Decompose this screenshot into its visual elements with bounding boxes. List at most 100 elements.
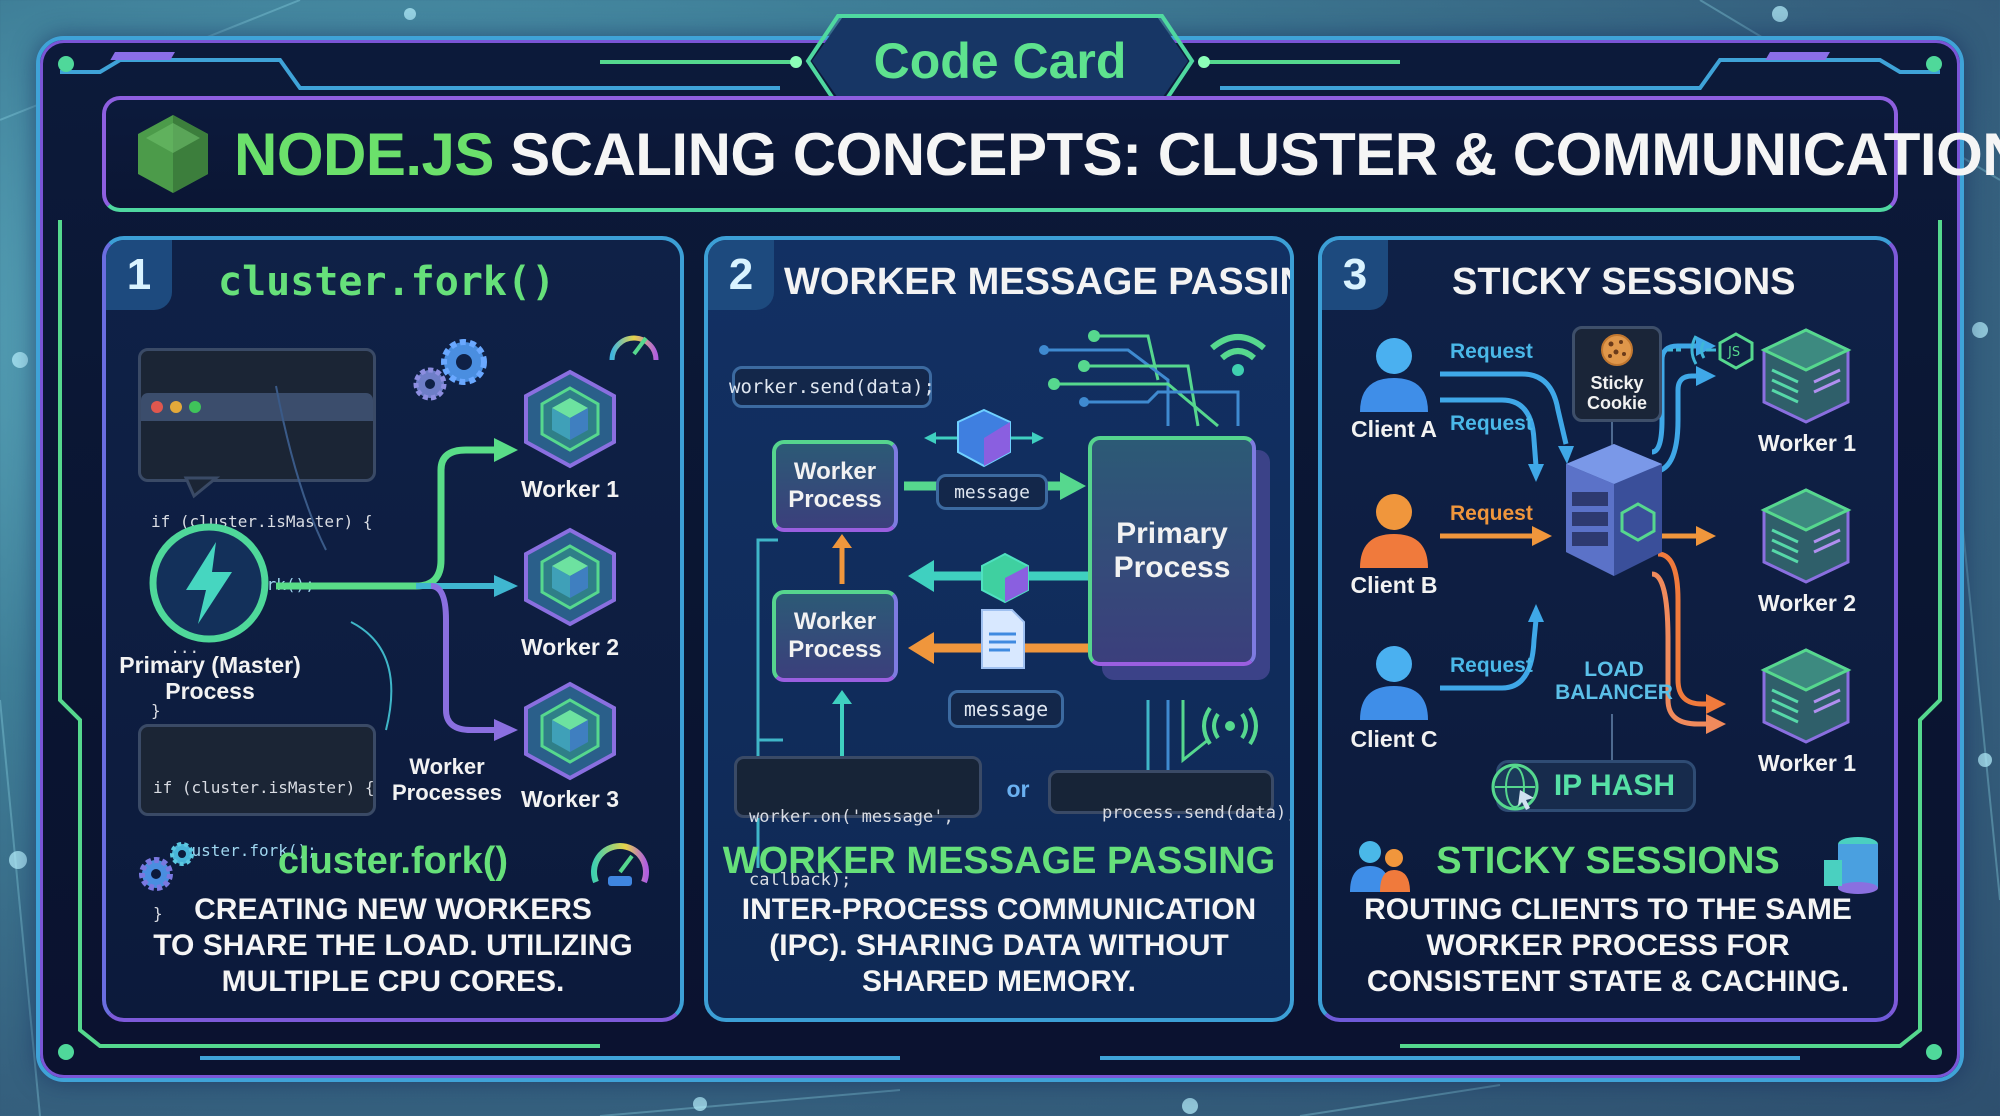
worker-label: Worker 3 [520, 786, 619, 812]
worker-processes-label: Worker Processes [391, 754, 503, 805]
code-card-badge: Code Card [812, 18, 1188, 104]
worker-process-label: Worker Process [788, 458, 882, 513]
nodejs-hexagon-icon [138, 115, 208, 193]
code-line: worker.on('message', [749, 807, 954, 827]
code-card-label: Code Card [873, 33, 1127, 89]
code-text: process.send(data); [1101, 803, 1294, 823]
message-label: message [948, 690, 1064, 728]
panel-message-passing: 2 WORKER MESSAGE PASSING worker.send(dat… [704, 236, 1294, 1022]
footer-description: ROUTING CLIENTS TO THE SAME WORKER PROCE… [1364, 893, 1852, 998]
close-dot-icon [151, 401, 163, 413]
document-icon [981, 609, 1025, 669]
worker-process-label: Worker Process [788, 608, 882, 663]
database-icon [1824, 837, 1878, 894]
message-label: message [936, 474, 1048, 510]
worker-label: Worker 1 [1757, 430, 1856, 456]
user-icon [1360, 338, 1428, 412]
wifi-icon [1210, 334, 1266, 376]
code-snippet-bottom: if (cluster.isMaster) { cluster.fork(); … [138, 724, 376, 923]
worker-server-icon [1760, 648, 1852, 744]
fork-arrows [275, 385, 518, 741]
client-label: Client B [1350, 572, 1438, 598]
gears-icon [139, 842, 194, 891]
message-text: message [963, 697, 1049, 721]
client-label: Client A [1350, 416, 1438, 442]
panel-title: STICKY SESSIONS [1452, 260, 1796, 303]
worker-cube-icon [524, 681, 616, 781]
footer-title: cluster.fork() [277, 840, 509, 882]
worker-label: Worker 2 [520, 634, 619, 660]
primary-process-label: Primary Process [1113, 517, 1231, 584]
globe-icon [1491, 763, 1539, 811]
panel-number: 3 [1322, 240, 1388, 310]
code-line: callback); [749, 870, 852, 890]
page-title: NODE.JS SCALING CONCEPTS: CLUSTER & COMM… [234, 120, 2000, 189]
gears-icon [413, 339, 487, 401]
primary-master-label: Primary (Master) Process [119, 652, 301, 704]
speedometer-icon [609, 335, 659, 361]
footer-title: WORKER MESSAGE PASSING [722, 840, 1276, 882]
worker-label: Worker 2 [1757, 590, 1856, 616]
data-cube-icon [924, 408, 1044, 468]
nodejs-signal-icon: JS [1668, 332, 1754, 370]
worker-process-box: Worker Process [772, 440, 898, 532]
code-line: cluster.fork(); [153, 841, 317, 860]
code-line: ... [151, 638, 200, 657]
request-label: Request [1450, 502, 1533, 525]
code-line: } [153, 904, 163, 923]
minimize-dot-icon [170, 401, 182, 413]
panel-number: 1 [106, 240, 172, 310]
circuit-lines [756, 330, 1240, 868]
code-line: if (cluster.isMaster) { [153, 778, 375, 797]
up-arrow [832, 690, 852, 756]
cube-icon [981, 552, 1029, 604]
footer-title: STICKY SESSIONS [1436, 840, 1780, 882]
request-label: Request [1450, 654, 1533, 677]
request-routing-arrows [1440, 336, 1726, 760]
worker-server-icon [1760, 488, 1852, 584]
client-label: Client C [1350, 726, 1438, 752]
maximize-dot-icon [189, 401, 201, 413]
code-line: } [151, 701, 161, 720]
broadcast-icon [1202, 706, 1258, 746]
panel-title: cluster.fork() [218, 259, 556, 305]
panel-sticky-sessions: 3 STICKY SESSIONS Client A [1318, 236, 1898, 1022]
footer-description: INTER-PROCESS COMMUNICATION (IPC). SHARI… [741, 893, 1257, 998]
window-controls [141, 393, 373, 421]
worker-process-box: Worker Process [772, 590, 898, 682]
server-icon [1566, 444, 1662, 576]
primary-process-box: Primary Process [1088, 436, 1256, 666]
load-balancer-label: LOAD BALANCER [1555, 658, 1673, 704]
panel-title: WORKER MESSAGE PASSING [784, 260, 1294, 303]
request-label: Request [1450, 340, 1533, 363]
ip-hash-label: IP HASH [1553, 769, 1675, 802]
worker-on-code: worker.on('message', callback); [734, 756, 982, 890]
svg-text:JS: JS [1727, 345, 1740, 360]
sticky-cookie-label: Sticky Cookie [1586, 373, 1647, 413]
worker-send-code: worker.send(data); [729, 366, 935, 408]
code-text: worker.send(data); [729, 376, 935, 398]
title-accent: NODE.JS [234, 120, 494, 188]
message-text: message [954, 481, 1030, 503]
user-icon [1360, 494, 1428, 568]
footer-description: CREATING NEW WORKERS TO SHARE THE LOAD. … [153, 893, 633, 998]
worker-cube-icon [524, 527, 616, 627]
worker-label: Worker 1 [1757, 750, 1856, 776]
worker-label: Worker 1 [520, 476, 619, 502]
worker-server-icon [1760, 328, 1852, 424]
title-bar: NODE.JS SCALING CONCEPTS: CLUSTER & COMM… [102, 96, 2000, 212]
panel-cluster-fork: 1 cluster.fork() if (cluster.isMaster) {… [102, 236, 684, 1022]
lightning-bolt-icon [149, 523, 269, 643]
title-rest: SCALING CONCEPTS: CLUSTER & COMMUNICATIO… [493, 120, 2000, 188]
worker-cube-icon [524, 369, 616, 469]
speedometer-icon [591, 843, 649, 886]
users-icon [1350, 841, 1410, 892]
process-send-code: process.send(data); [1048, 770, 1290, 823]
panel-number: 2 [708, 240, 774, 310]
cookie-icon [1601, 334, 1633, 366]
speech-tail [183, 476, 221, 499]
sticky-cookie-box: Sticky Cookie [1572, 326, 1662, 422]
up-arrow [832, 534, 852, 584]
user-icon [1360, 646, 1428, 720]
